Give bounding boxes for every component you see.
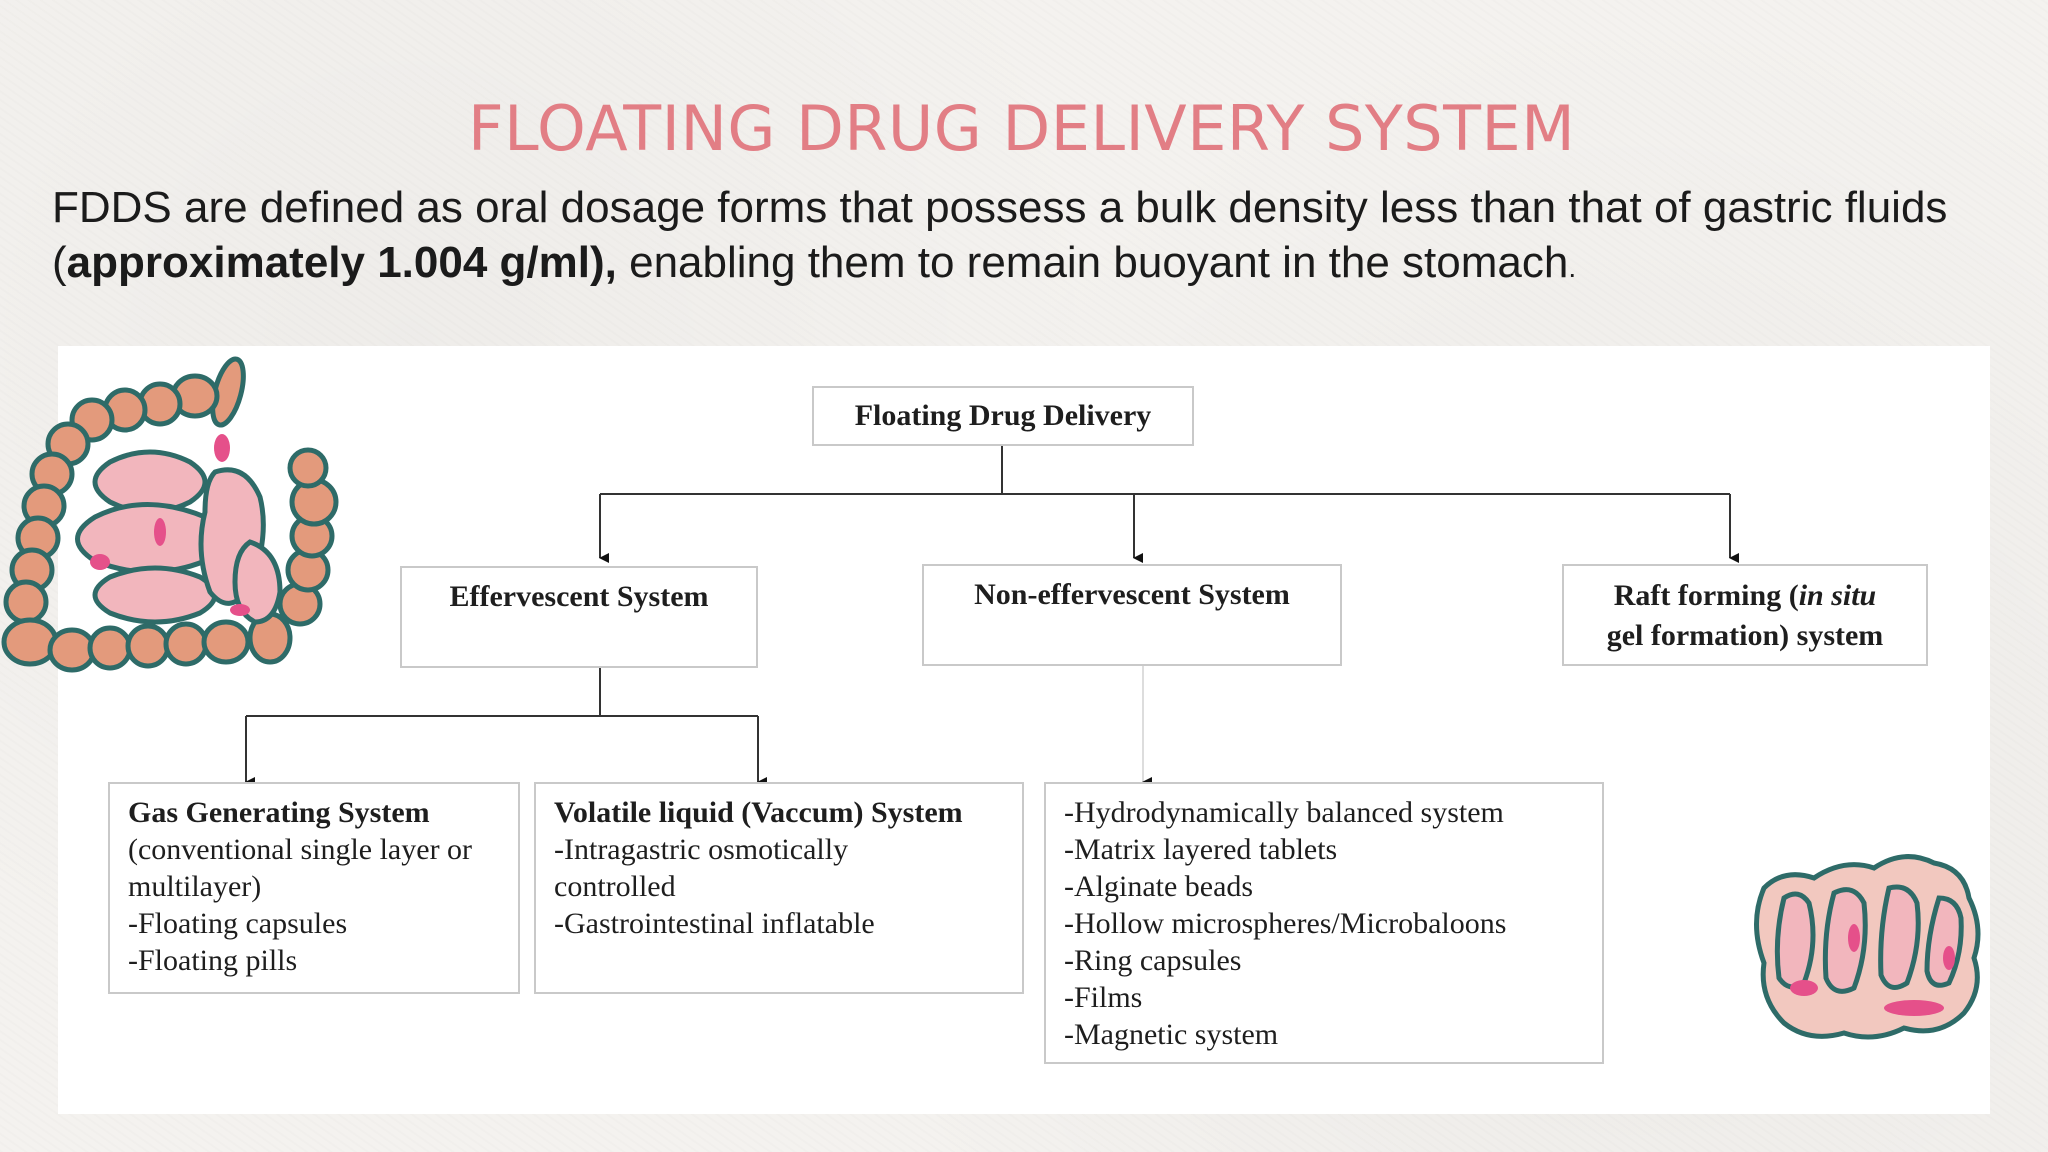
volatile-liquid-line: -Intragastric osmotically — [554, 833, 849, 866]
root-label: Floating Drug Delivery — [854, 399, 1152, 432]
non-eff-item: -Hollow microspheres/Microbaloons — [1064, 907, 1507, 940]
gas-generating-line: -Floating pills — [128, 944, 298, 977]
fdds-classification-diagram: Floating Drug Delivery Effervescent Syst… — [58, 346, 1990, 1114]
non-eff-item: -Matrix layered tablets — [1064, 833, 1338, 866]
gas-generating-box: Gas Generating System (conventional sing… — [108, 782, 520, 994]
raft-line-2: gel formation) system — [1606, 619, 1884, 652]
non-eff-item: -Magnetic system — [1064, 1018, 1279, 1051]
intestine-illustration-left — [1, 356, 339, 673]
raft-line-1: Raft forming (in situ — [1564, 576, 1926, 616]
raft-box: Raft forming (in situ gel formation) sys… — [1562, 564, 1928, 666]
non-eff-item: -Alginate beads — [1064, 870, 1254, 903]
volatile-liquid-line: -Gastrointestinal inflatable — [554, 907, 875, 940]
gas-generating-title: Gas Generating System — [128, 796, 430, 829]
intro-period: . — [1568, 252, 1577, 283]
non-eff-item: -Films — [1064, 981, 1143, 1014]
non-effervescent-box: Non-effervescent System — [922, 564, 1342, 666]
intro-text-2: enabling them to remain buoyant in the s… — [616, 238, 1569, 287]
volatile-liquid-line: controlled — [554, 870, 676, 903]
volatile-liquid-box: Volatile liquid (Vaccum) System -Intraga… — [534, 782, 1024, 994]
non-eff-item: -Ring capsules — [1064, 944, 1242, 977]
raft-line-1-text: Raft forming ( — [1613, 579, 1799, 612]
non-effervescent-label: Non-effervescent System — [974, 578, 1290, 611]
gas-generating-line: (conventional single layer or — [128, 833, 473, 866]
intestine-illustration-right — [1754, 854, 1981, 1040]
effervescent-label: Effervescent System — [449, 580, 709, 613]
intro-paragraph: FDDS are defined as oral dosage forms th… — [52, 180, 1992, 295]
intro-text-1: FDDS are defined as oral dosage forms th… — [52, 183, 1948, 287]
intro-density-value: approximately 1.004 g/ml), — [66, 238, 617, 287]
non-effervescent-items-box: -Hydrodynamically balanced system -Matri… — [1044, 782, 1604, 1064]
connector-lines — [245, 446, 1739, 787]
effervescent-box: Effervescent System — [400, 566, 758, 668]
raft-in-situ: in situ — [1798, 579, 1877, 612]
slide-title: FLOATING DRUG DELIVERY SYSTEM — [468, 92, 1576, 165]
gas-generating-line: multilayer) — [128, 870, 262, 903]
gas-generating-line: -Floating capsules — [128, 907, 348, 940]
volatile-liquid-title: Volatile liquid (Vaccum) System — [554, 796, 963, 829]
root-box: Floating Drug Delivery — [812, 386, 1194, 446]
non-eff-item: -Hydrodynamically balanced system — [1064, 796, 1504, 829]
